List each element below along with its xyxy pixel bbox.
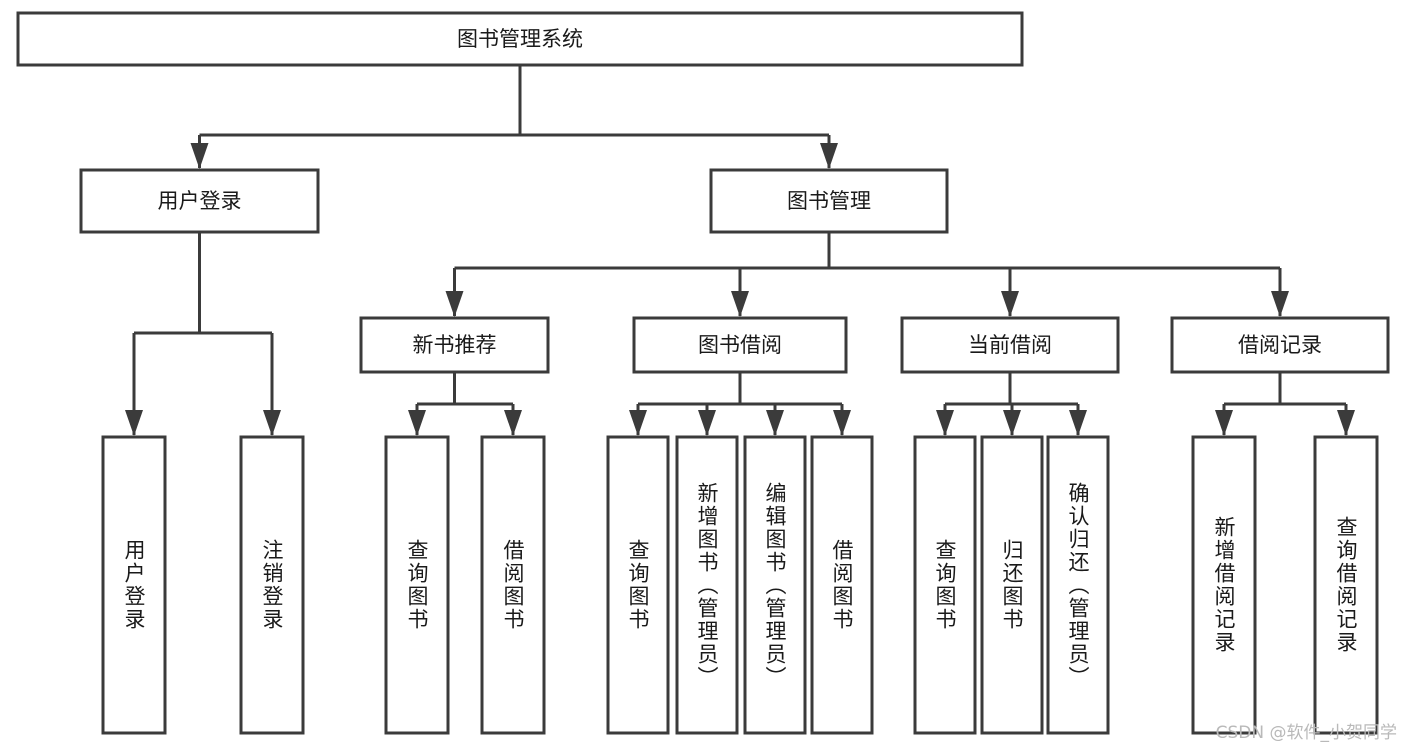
node-box-图书管理系统[interactable] (16, 11, 1024, 67)
arrow-head-icon (1069, 410, 1087, 436)
node-用户登录[interactable]: 用户登录 (79, 168, 320, 234)
node-box-图书管理[interactable] (709, 168, 949, 234)
arrow-head-icon (504, 410, 522, 436)
node-归还图书[interactable] (980, 435, 1044, 735)
arrow-head-icon (1001, 291, 1019, 317)
node-box-查询借阅记录[interactable] (1313, 435, 1379, 735)
node-box-查询图书[interactable] (913, 435, 977, 735)
node-注销登录[interactable] (239, 435, 305, 735)
arrow-head-icon (263, 410, 281, 436)
node-查询图书[interactable] (606, 435, 670, 735)
node-查询图书[interactable] (384, 435, 450, 735)
node-编辑图书管理员[interactable] (743, 435, 807, 735)
node-box-新增图书管理员[interactable] (675, 435, 739, 735)
node-当前借阅[interactable]: 当前借阅 (900, 316, 1120, 374)
node-box-用户登录[interactable] (79, 168, 320, 234)
arrow-head-icon (445, 291, 464, 317)
node-box-查询图书[interactable] (384, 435, 450, 735)
node-box-编辑图书管理员[interactable] (743, 435, 807, 735)
node-box-图书借阅[interactable] (632, 316, 848, 374)
arrow-head-icon (1337, 410, 1355, 436)
arrow-head-icon (629, 410, 647, 436)
node-新增图书管理员[interactable] (675, 435, 739, 735)
arrow-head-icon (125, 410, 143, 436)
node-确认归还管理员[interactable] (1046, 435, 1110, 735)
node-box-新书推荐[interactable] (359, 316, 550, 374)
node-box-新增借阅记录[interactable] (1191, 435, 1257, 735)
arrow-head-icon (408, 410, 426, 436)
node-借阅记录[interactable]: 借阅记录 (1170, 316, 1390, 374)
node-box-用户登录[interactable] (101, 435, 167, 735)
node-label: 图书管理 (787, 189, 871, 213)
node-查询图书[interactable] (913, 435, 977, 735)
node-新增借阅记录[interactable] (1191, 435, 1257, 735)
arrow-head-icon (731, 291, 749, 317)
node-box-确认归还管理员[interactable] (1046, 435, 1110, 735)
node-图书管理[interactable]: 图书管理 (709, 168, 949, 234)
arrow-head-icon (820, 143, 838, 169)
node-图书管理系统[interactable]: 图书管理系统 (16, 11, 1024, 67)
arrow-head-icon (766, 410, 784, 436)
node-label: 用户登录 (158, 189, 242, 213)
arrow-head-icon (833, 410, 851, 436)
node-label: 图书借阅 (698, 333, 782, 357)
node-label: 借阅记录 (1238, 333, 1322, 357)
node-box-归还图书[interactable] (980, 435, 1044, 735)
csdn-watermark: CSDN @软件_小贺同学 (1215, 723, 1397, 743)
node-box-查询图书[interactable] (606, 435, 670, 735)
node-label: 图书管理系统 (457, 27, 583, 51)
arrow-head-icon (1271, 291, 1289, 317)
arrow-head-icon (698, 410, 716, 436)
node-用户登录[interactable] (101, 435, 167, 735)
node-新书推荐[interactable]: 新书推荐 (359, 316, 550, 374)
node-label: 当前借阅 (968, 333, 1052, 357)
node-box-借阅图书[interactable] (480, 435, 546, 735)
node-box-当前借阅[interactable] (900, 316, 1120, 374)
node-查询借阅记录[interactable] (1313, 435, 1379, 735)
node-box-借阅图书[interactable] (810, 435, 874, 735)
arrow-head-icon (1003, 410, 1021, 436)
arrow-head-icon (1215, 410, 1233, 436)
node-box-注销登录[interactable] (239, 435, 305, 735)
arrow-head-icon (936, 410, 954, 436)
node-借阅图书[interactable] (480, 435, 546, 735)
node-label: 新书推荐 (413, 333, 497, 357)
node-借阅图书[interactable] (810, 435, 874, 735)
node-图书借阅[interactable]: 图书借阅 (632, 316, 848, 374)
arrow-head-icon (190, 143, 209, 169)
node-box-借阅记录[interactable] (1170, 316, 1390, 374)
